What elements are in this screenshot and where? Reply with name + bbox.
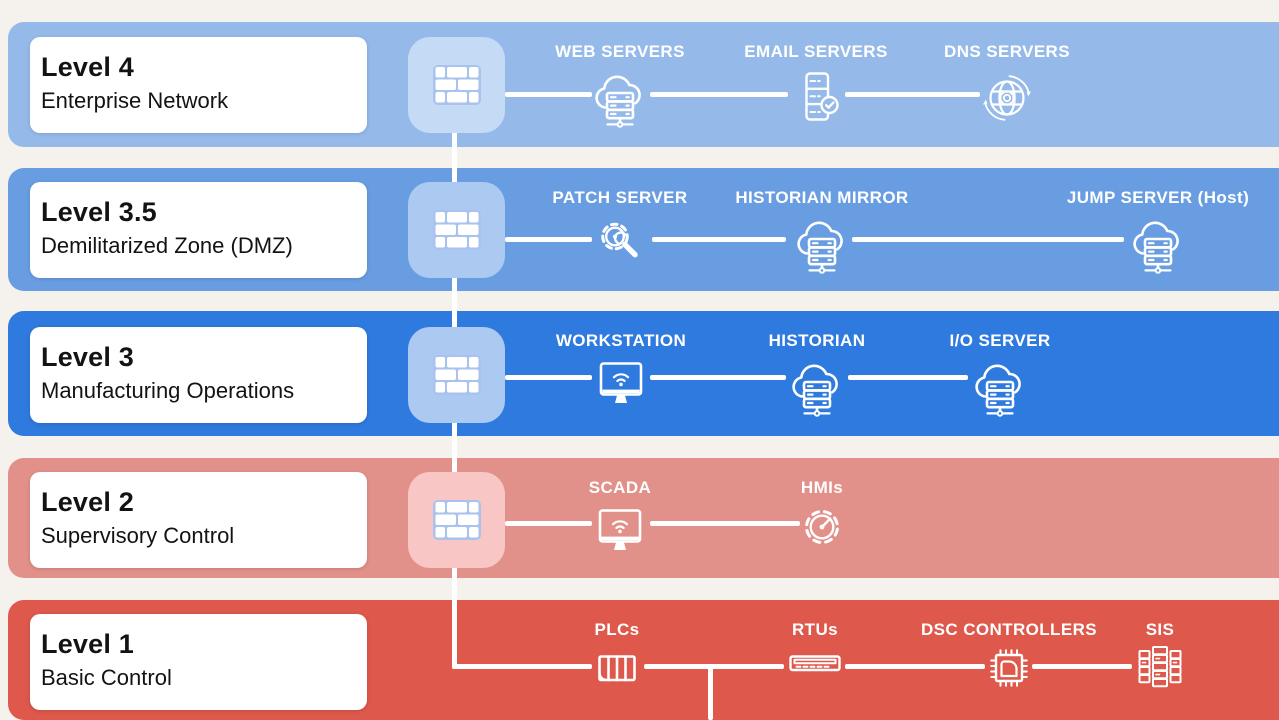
cloud-server-icon bbox=[975, 364, 1021, 417]
level-3-5-subtitle: Demilitarized Zone (DMZ) bbox=[41, 233, 293, 258]
device-dsc-controllers: DSC CONTROLLERS bbox=[889, 619, 1129, 698]
device-label: PATCH SERVER bbox=[552, 188, 688, 207]
device-web-servers: WEB SERVERS bbox=[500, 41, 740, 129]
level-3-5-band bbox=[8, 168, 1279, 291]
level-4-title: Level 4 bbox=[41, 52, 134, 82]
device-label: WEB SERVERS bbox=[555, 42, 685, 61]
level-1-band bbox=[8, 600, 1279, 720]
device-label: JUMP SERVER (Host) bbox=[1066, 188, 1250, 207]
connector-l2-b bbox=[650, 521, 800, 526]
device-patch-server: PATCH SERVER bbox=[500, 187, 740, 269]
device-label: RTUs bbox=[792, 620, 838, 639]
connector-l35-b bbox=[652, 237, 786, 242]
monitor-wifi-icon bbox=[599, 362, 643, 403]
rtu-device-icon bbox=[789, 655, 841, 672]
level-1-card: Level 1 Basic Control bbox=[30, 614, 367, 710]
server-check-icon bbox=[805, 72, 839, 121]
level-4-card: Level 4 Enterprise Network bbox=[30, 37, 367, 133]
level-4-band bbox=[8, 22, 1279, 147]
level-4-subtitle: Enterprise Network bbox=[41, 88, 229, 113]
cloud-server-icon bbox=[1133, 221, 1179, 274]
cloud-server-icon bbox=[797, 221, 843, 274]
plc-module-icon bbox=[598, 655, 636, 682]
device-rtus: RTUs bbox=[695, 619, 935, 687]
device-label: PLCs bbox=[594, 620, 640, 639]
level-3-5-title: Level 3.5 bbox=[41, 197, 157, 227]
device-label: DNS SERVERS bbox=[944, 42, 1070, 61]
device-label: WORKSTATION bbox=[555, 331, 687, 350]
server-rack-icon bbox=[1138, 646, 1182, 688]
connector-l3-c bbox=[848, 375, 968, 380]
connector-l4-c bbox=[845, 92, 980, 97]
connector-vertical-main bbox=[452, 85, 457, 669]
connector-l35-c bbox=[852, 237, 1124, 242]
level-2-card: Level 2 Supervisory Control bbox=[30, 472, 367, 568]
cloud-server-icon bbox=[792, 364, 838, 417]
connector-l1-d bbox=[1032, 664, 1132, 669]
level-1-subtitle: Basic Control bbox=[41, 665, 172, 690]
device-plcs: PLCs bbox=[497, 619, 737, 693]
connector-l4-a bbox=[505, 92, 592, 97]
device-hmis: HMIs bbox=[702, 477, 942, 556]
level-3-subtitle: Manufacturing Operations bbox=[41, 378, 295, 403]
gear-wrench-icon bbox=[601, 222, 638, 258]
monitor-wifi-icon bbox=[598, 509, 642, 550]
device-dns-servers: DNS SERVERS bbox=[887, 41, 1127, 129]
device-label: DSC CONTROLLERS bbox=[921, 620, 1097, 639]
level-1-title: Level 1 bbox=[41, 629, 134, 659]
connector-l2-a bbox=[505, 521, 592, 526]
device-label: I/O SERVER bbox=[949, 331, 1051, 350]
device-io-server: I/O SERVER bbox=[880, 330, 1120, 418]
cloud-server-icon bbox=[595, 75, 641, 128]
device-historian: HISTORIAN bbox=[697, 330, 937, 418]
level-3-card: Level 3 Manufacturing Operations bbox=[30, 327, 367, 423]
connector-l3-b bbox=[650, 375, 786, 380]
connector-l1-c bbox=[845, 664, 985, 669]
device-sis: SIS bbox=[1040, 619, 1279, 696]
level-2-band bbox=[8, 458, 1279, 578]
level-3-title: Level 3 bbox=[41, 342, 134, 372]
device-email-servers: EMAIL SERVERS bbox=[696, 41, 936, 127]
device-label: HISTORIAN bbox=[768, 331, 866, 350]
device-label: EMAIL SERVERS bbox=[744, 42, 888, 61]
gear-gauge-icon bbox=[805, 510, 839, 544]
device-label: SIS bbox=[1145, 620, 1175, 639]
connector-l4-b bbox=[650, 92, 788, 97]
device-jump-server: JUMP SERVER (Host) bbox=[1038, 187, 1278, 275]
device-workstation: WORKSTATION bbox=[501, 330, 741, 408]
connector-l3-a bbox=[505, 375, 592, 380]
device-historian-mirror: HISTORIAN MIRROR bbox=[702, 187, 942, 275]
connector-l35-a bbox=[505, 237, 592, 242]
level-2-title: Level 2 bbox=[41, 487, 134, 517]
connector-l1-b bbox=[644, 664, 784, 669]
level-3-band bbox=[8, 311, 1279, 436]
globe-gear-icon bbox=[983, 75, 1031, 121]
device-label: HMIs bbox=[800, 478, 844, 497]
level-3-5-card: Level 3.5 Demilitarized Zone (DMZ) bbox=[30, 182, 367, 278]
level-2-subtitle: Supervisory Control bbox=[41, 523, 235, 548]
device-label: SCADA bbox=[588, 478, 652, 497]
device-label: HISTORIAN MIRROR bbox=[735, 188, 909, 207]
device-scada: SCADA bbox=[500, 477, 740, 555]
connector-l1-elbow bbox=[452, 664, 592, 669]
connector-vertical-drop bbox=[708, 664, 713, 720]
